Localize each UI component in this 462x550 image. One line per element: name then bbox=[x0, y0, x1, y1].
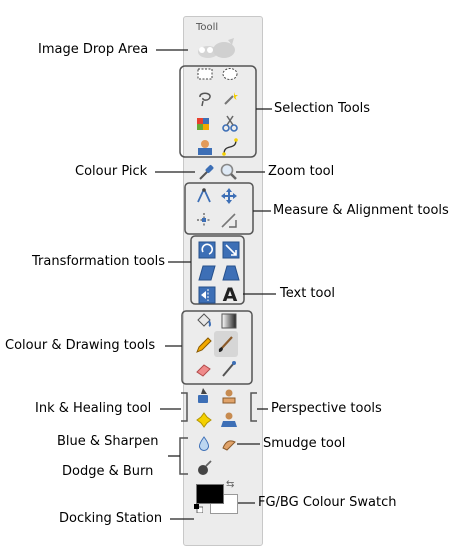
label-text-tool: Text tool bbox=[280, 286, 336, 301]
label-ink-healing: Ink & Healing tool bbox=[35, 401, 152, 416]
move-icon[interactable] bbox=[219, 186, 239, 206]
shear-icon[interactable] bbox=[197, 263, 217, 283]
label-docking-station: Docking Station bbox=[59, 511, 163, 526]
measure-icon[interactable] bbox=[194, 186, 214, 206]
label-colour-drawing: Colour & Drawing tools bbox=[5, 338, 156, 353]
foreground-color-swatch[interactable] bbox=[196, 484, 224, 504]
blend-icon[interactable] bbox=[219, 311, 239, 331]
label-fg-bg-swatch: FG/BG Colour Swatch bbox=[258, 495, 397, 510]
rect-select-icon[interactable] bbox=[195, 64, 215, 84]
ellipse-select-icon[interactable] bbox=[220, 64, 240, 84]
fuzzy-select-icon[interactable] bbox=[220, 89, 240, 109]
paths-icon[interactable] bbox=[220, 137, 240, 157]
scale-icon[interactable] bbox=[221, 240, 241, 260]
label-image-drop-area: Image Drop Area bbox=[38, 42, 149, 57]
heal-icon[interactable] bbox=[194, 410, 214, 430]
foreground-select-icon[interactable] bbox=[195, 137, 215, 157]
label-transformation-tools: Transformation tools bbox=[32, 254, 166, 269]
label-dodge-burn: Dodge & Burn bbox=[62, 464, 154, 479]
smudge-icon[interactable] bbox=[219, 434, 239, 454]
ink-icon[interactable] bbox=[194, 386, 214, 406]
label-zoom-tool: Zoom tool bbox=[268, 164, 335, 179]
swap-colors-icon[interactable]: ⇆ bbox=[226, 479, 235, 490]
lasso-select-icon[interactable] bbox=[195, 89, 215, 109]
toolbox-title: Tooll bbox=[196, 22, 219, 33]
bucket-fill-icon[interactable] bbox=[194, 311, 214, 331]
align-icon[interactable] bbox=[194, 210, 214, 230]
label-perspective-tools: Perspective tools bbox=[271, 401, 382, 416]
eraser-icon[interactable] bbox=[194, 359, 214, 379]
pencil-icon[interactable] bbox=[194, 335, 214, 355]
perspective-clone-icon[interactable] bbox=[219, 410, 239, 430]
label-blue-sharpen: Blue & Sharpen bbox=[57, 434, 159, 449]
paintbrush-icon[interactable] bbox=[216, 334, 236, 354]
text-tool-icon[interactable]: A bbox=[220, 284, 240, 304]
color-picker-icon[interactable] bbox=[196, 162, 216, 182]
airbrush-icon[interactable] bbox=[219, 359, 239, 379]
docking-station[interactable] bbox=[188, 516, 256, 532]
clone-icon[interactable] bbox=[219, 386, 239, 406]
rotate-icon[interactable] bbox=[197, 240, 217, 260]
label-measure-alignment: Measure & Alignment tools bbox=[273, 203, 449, 218]
select-by-color-icon[interactable] bbox=[195, 113, 215, 133]
label-selection-tools: Selection Tools bbox=[274, 101, 371, 116]
flip-icon[interactable] bbox=[197, 285, 217, 305]
scissors-select-icon[interactable] bbox=[220, 113, 240, 133]
blur-sharpen-icon[interactable] bbox=[194, 434, 214, 454]
zoom-icon[interactable] bbox=[219, 162, 239, 182]
crop-icon[interactable] bbox=[219, 210, 239, 230]
perspective-transform-icon[interactable] bbox=[221, 263, 241, 283]
label-smudge-tool: Smudge tool bbox=[263, 436, 346, 451]
svg-text:A: A bbox=[223, 284, 238, 304]
label-colour-pick: Colour Pick bbox=[75, 164, 148, 179]
toolbox-panel bbox=[183, 16, 263, 546]
dodge-burn-icon[interactable] bbox=[194, 458, 214, 478]
image-drop-area[interactable] bbox=[194, 36, 238, 60]
reset-colors-icon[interactable] bbox=[194, 504, 203, 513]
